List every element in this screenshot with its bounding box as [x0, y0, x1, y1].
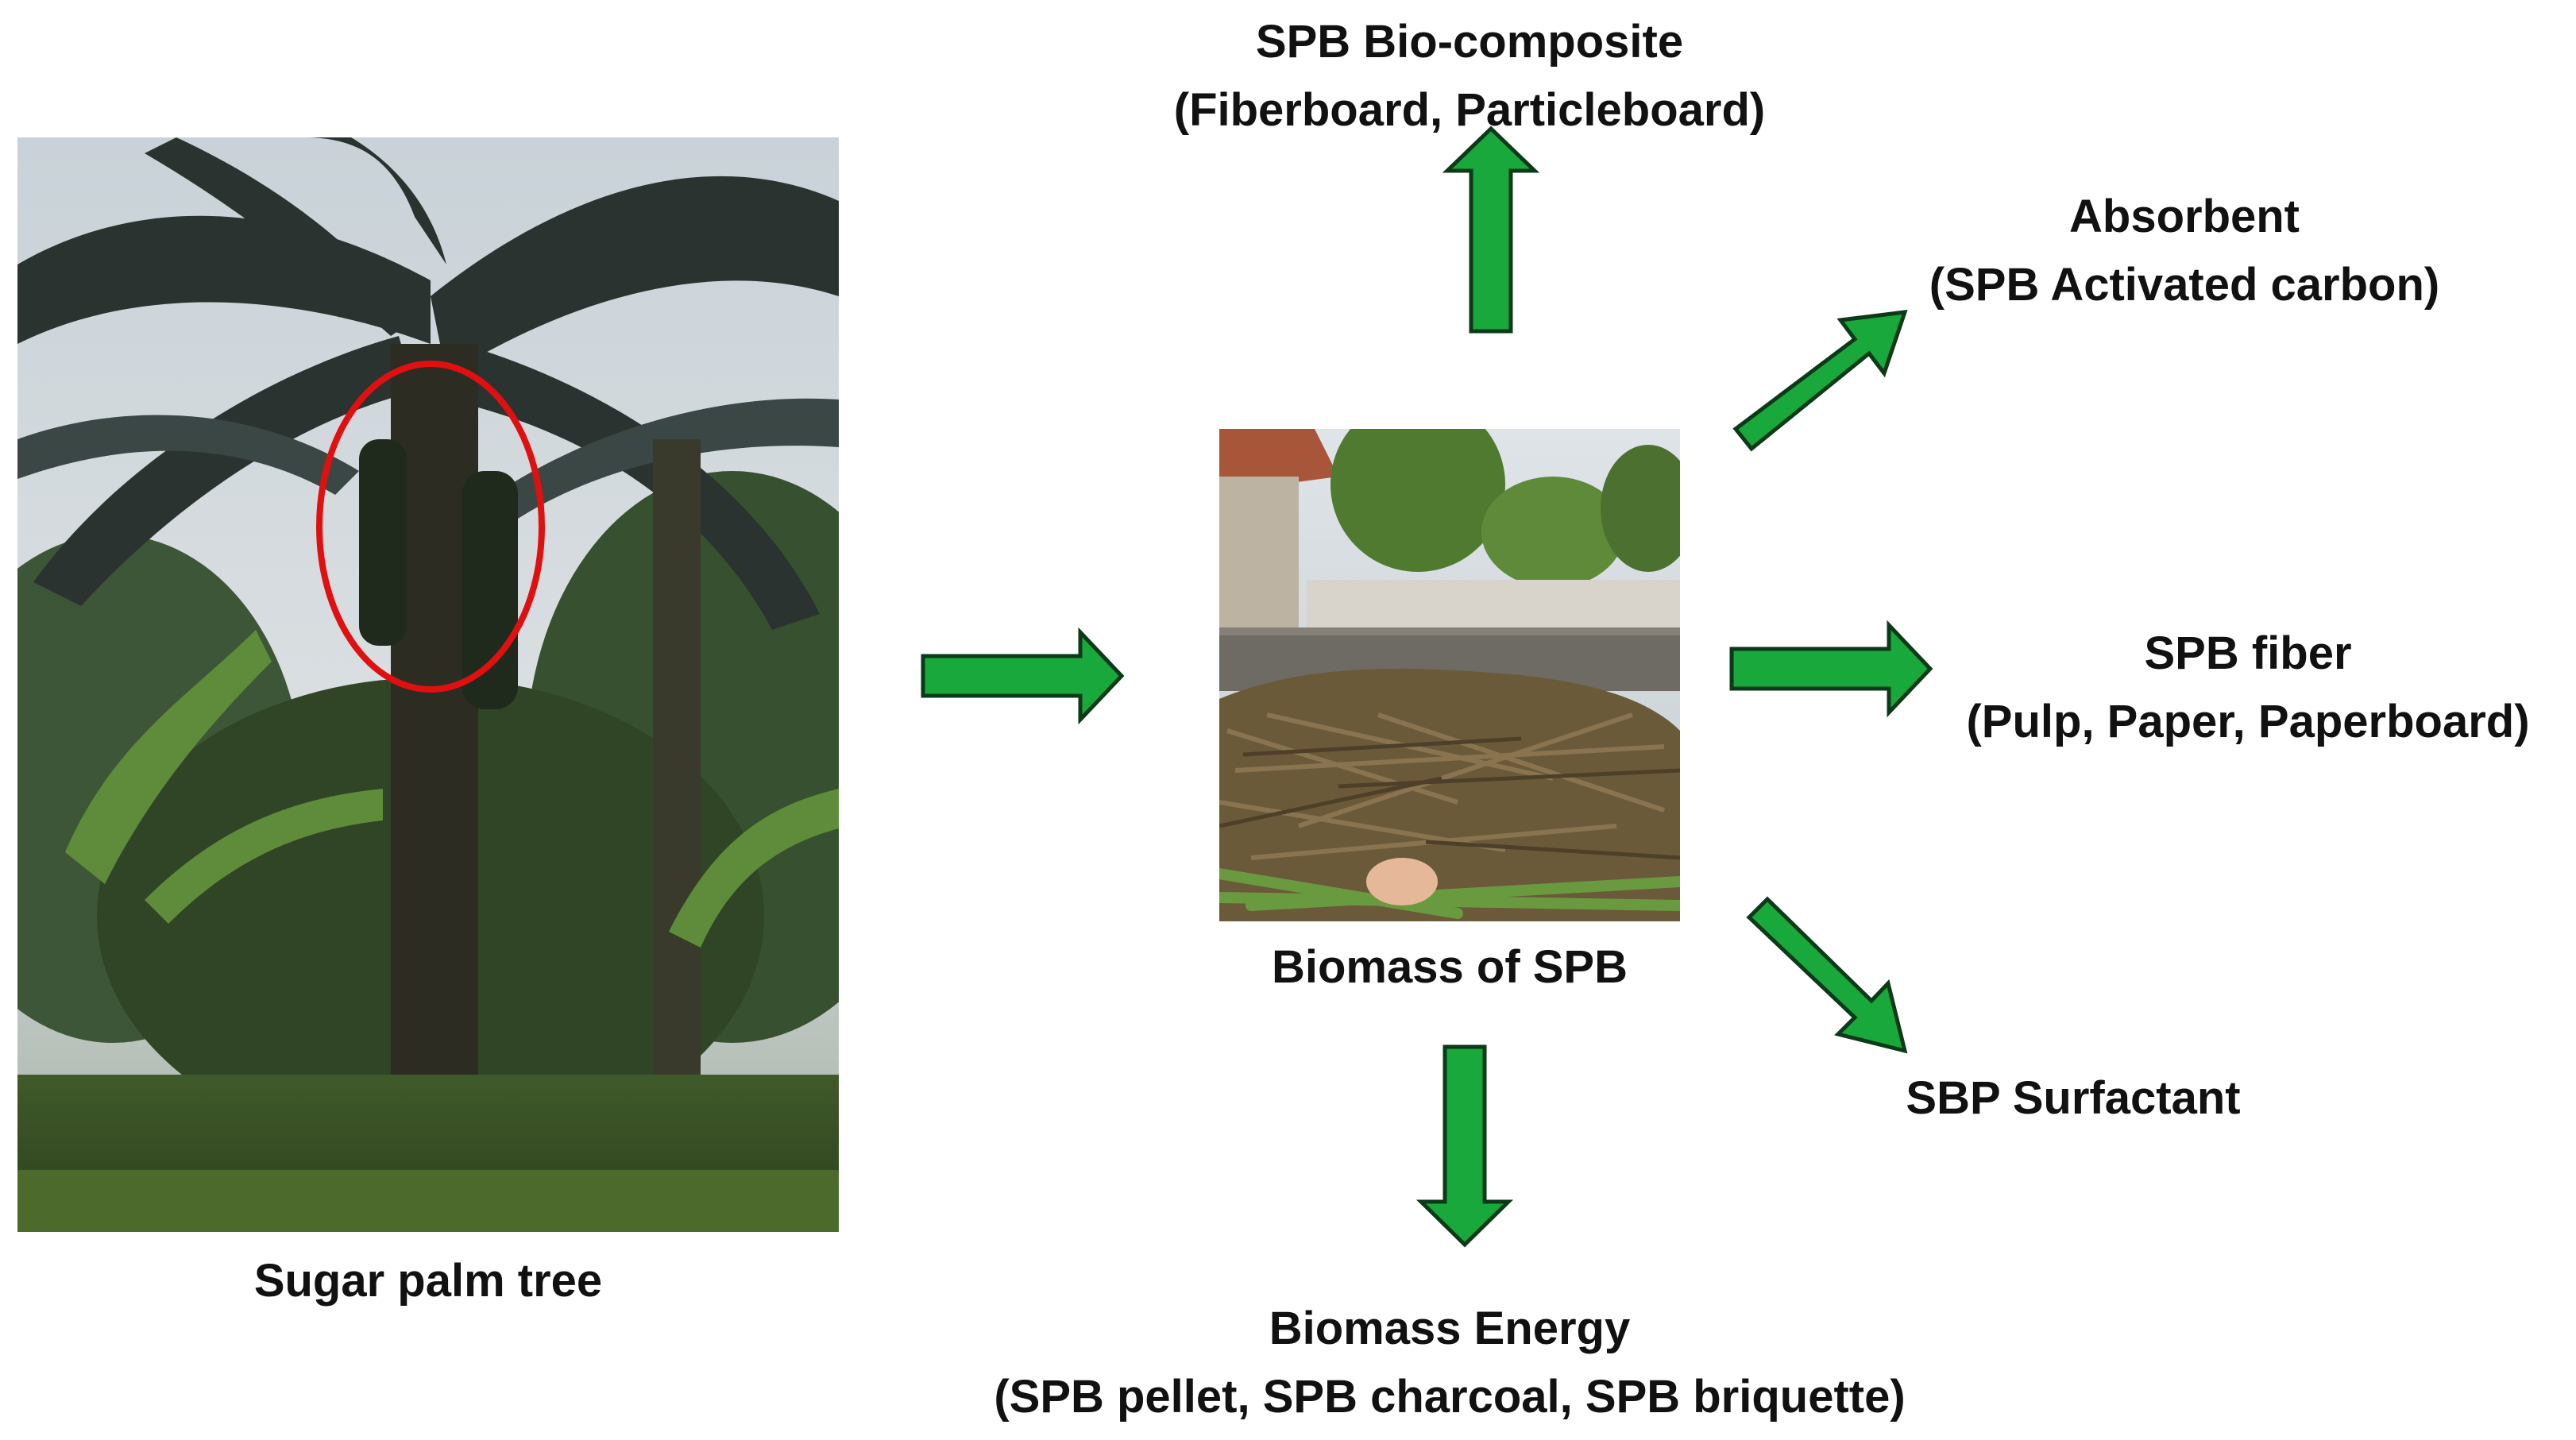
- fiber-title: SPB fiber: [2144, 627, 2352, 679]
- fiber-label: SPB fiber (Pulp, Paper, Paperboard): [1930, 620, 2566, 756]
- arrow-to-surfactant: [1746, 896, 1908, 1054]
- absorbent-title: Absorbent: [2069, 191, 2300, 242]
- arrow-to-absorbent: [1732, 310, 1908, 452]
- arrow-to-biocomposite: [1442, 125, 1540, 334]
- sugar-palm-tree-caption: Sugar palm tree: [253, 1255, 603, 1307]
- biocomposite-title: SPB Bio-composite: [1255, 16, 1684, 68]
- surfactant-label: SBP Surfactant: [1827, 1064, 2319, 1133]
- arrow-tree-to-biomass: [921, 627, 1125, 725]
- biocomposite-label: SPB Bio-composite (Fiberboard, Particleb…: [1112, 8, 1827, 145]
- energy-label: Biomass Energy (SPB pellet, SPB charcoal…: [913, 1295, 1986, 1431]
- sugar-palm-tree-photo: [17, 137, 839, 1232]
- fiber-detail: (Pulp, Paper, Paperboard): [1966, 696, 2530, 747]
- biocomposite-detail: (Fiberboard, Particleboard): [1173, 84, 1766, 136]
- energy-detail: (SPB pellet, SPB charcoal, SPB briquette…: [994, 1371, 1906, 1423]
- absorbent-detail: (SPB Activated carbon): [1929, 259, 2440, 311]
- arrow-to-fiber: [1729, 620, 1933, 718]
- energy-title: Biomass Energy: [1269, 1303, 1631, 1354]
- absorbent-label: Absorbent (SPB Activated carbon): [1867, 183, 2502, 319]
- spb-biomass-pile-photo: [1219, 429, 1680, 921]
- arrow-to-energy: [1415, 1044, 1514, 1248]
- biomass-caption: Biomass of SPB: [1272, 941, 1628, 993]
- surfactant-title: SBP Surfactant: [1906, 1072, 2241, 1124]
